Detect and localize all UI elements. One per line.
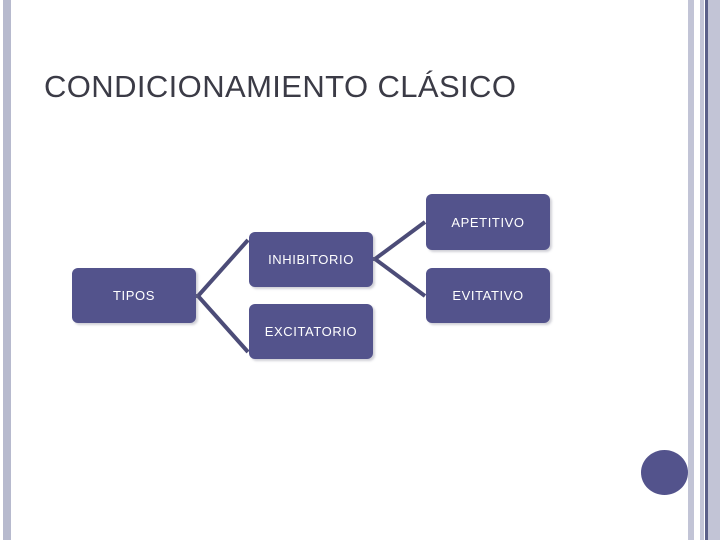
node-label-apetitivo: APETITIVO — [451, 214, 525, 230]
right-accent-stripe-2 — [700, 0, 704, 540]
right-accent-stripe-3 — [705, 0, 708, 540]
diagram-node-tipos[interactable]: TIPOS — [72, 268, 196, 323]
right-accent-stripe-1 — [688, 0, 694, 540]
decorative-dot — [641, 450, 688, 495]
diagram-node-evitativo[interactable]: EVITATIVO — [426, 268, 550, 323]
connector-tipos-to-inhibitorio — [195, 238, 250, 354]
node-label-inhibitorio: INHIBITORIO — [268, 252, 354, 267]
slide-title: CONDICIONAMIENTO CLÁSICO — [44, 69, 517, 104]
diagram-node-inhibitorio[interactable]: INHIBITORIO — [249, 232, 373, 287]
node-label-tipos: TIPOS — [112, 288, 155, 303]
node-label-excitatorio: EXCITATORIO — [264, 324, 358, 339]
connector-inhibitorio-to-apetitivo-evitativo — [371, 220, 427, 298]
diagram-node-excitatorio[interactable]: EXCITATORIO — [249, 304, 373, 359]
right-accent-stripe-4 — [708, 0, 720, 540]
diagram-node-apetitivo[interactable]: APETITIVO — [426, 194, 550, 250]
node-label-evitativo: EVITATIVO — [452, 288, 524, 303]
left-accent-stripe — [3, 0, 11, 540]
